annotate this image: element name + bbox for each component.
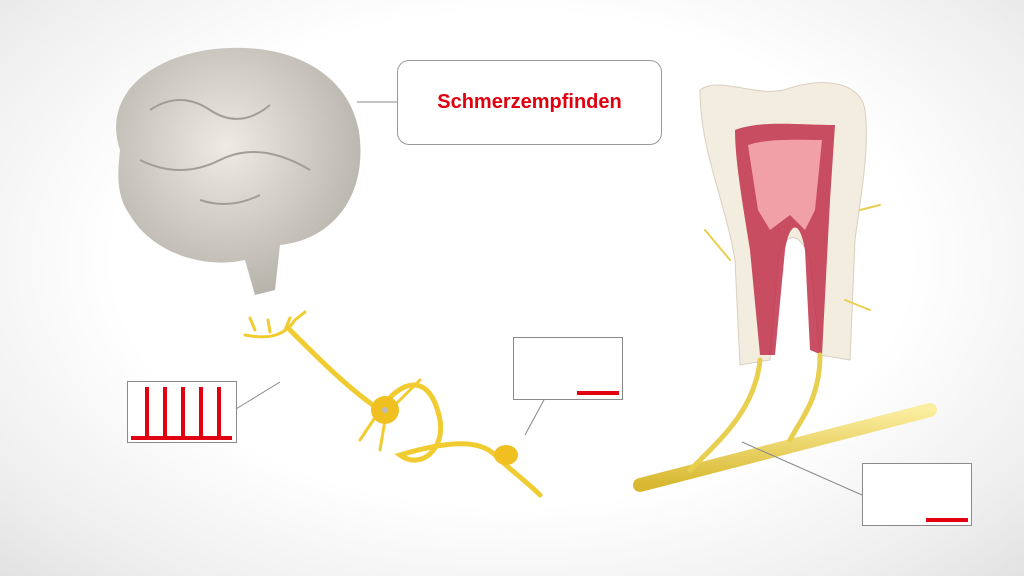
spike-signal-box (127, 381, 237, 443)
neuron-signal-box (513, 337, 623, 400)
spike-connector (235, 381, 281, 410)
brain-image (116, 47, 361, 295)
neuron-image (243, 310, 543, 498)
tooth-signal-box (862, 463, 972, 526)
tooth-image (699, 82, 867, 366)
spike-train-graph (131, 387, 232, 440)
tooth-connector (741, 441, 863, 496)
neuron-connector (524, 397, 546, 436)
flat-signal-line (926, 518, 968, 522)
tooth-nerve-image (633, 204, 937, 492)
schmerzempfinden-label: Schmerzempfinden (397, 60, 662, 145)
flat-signal-line (577, 391, 619, 395)
